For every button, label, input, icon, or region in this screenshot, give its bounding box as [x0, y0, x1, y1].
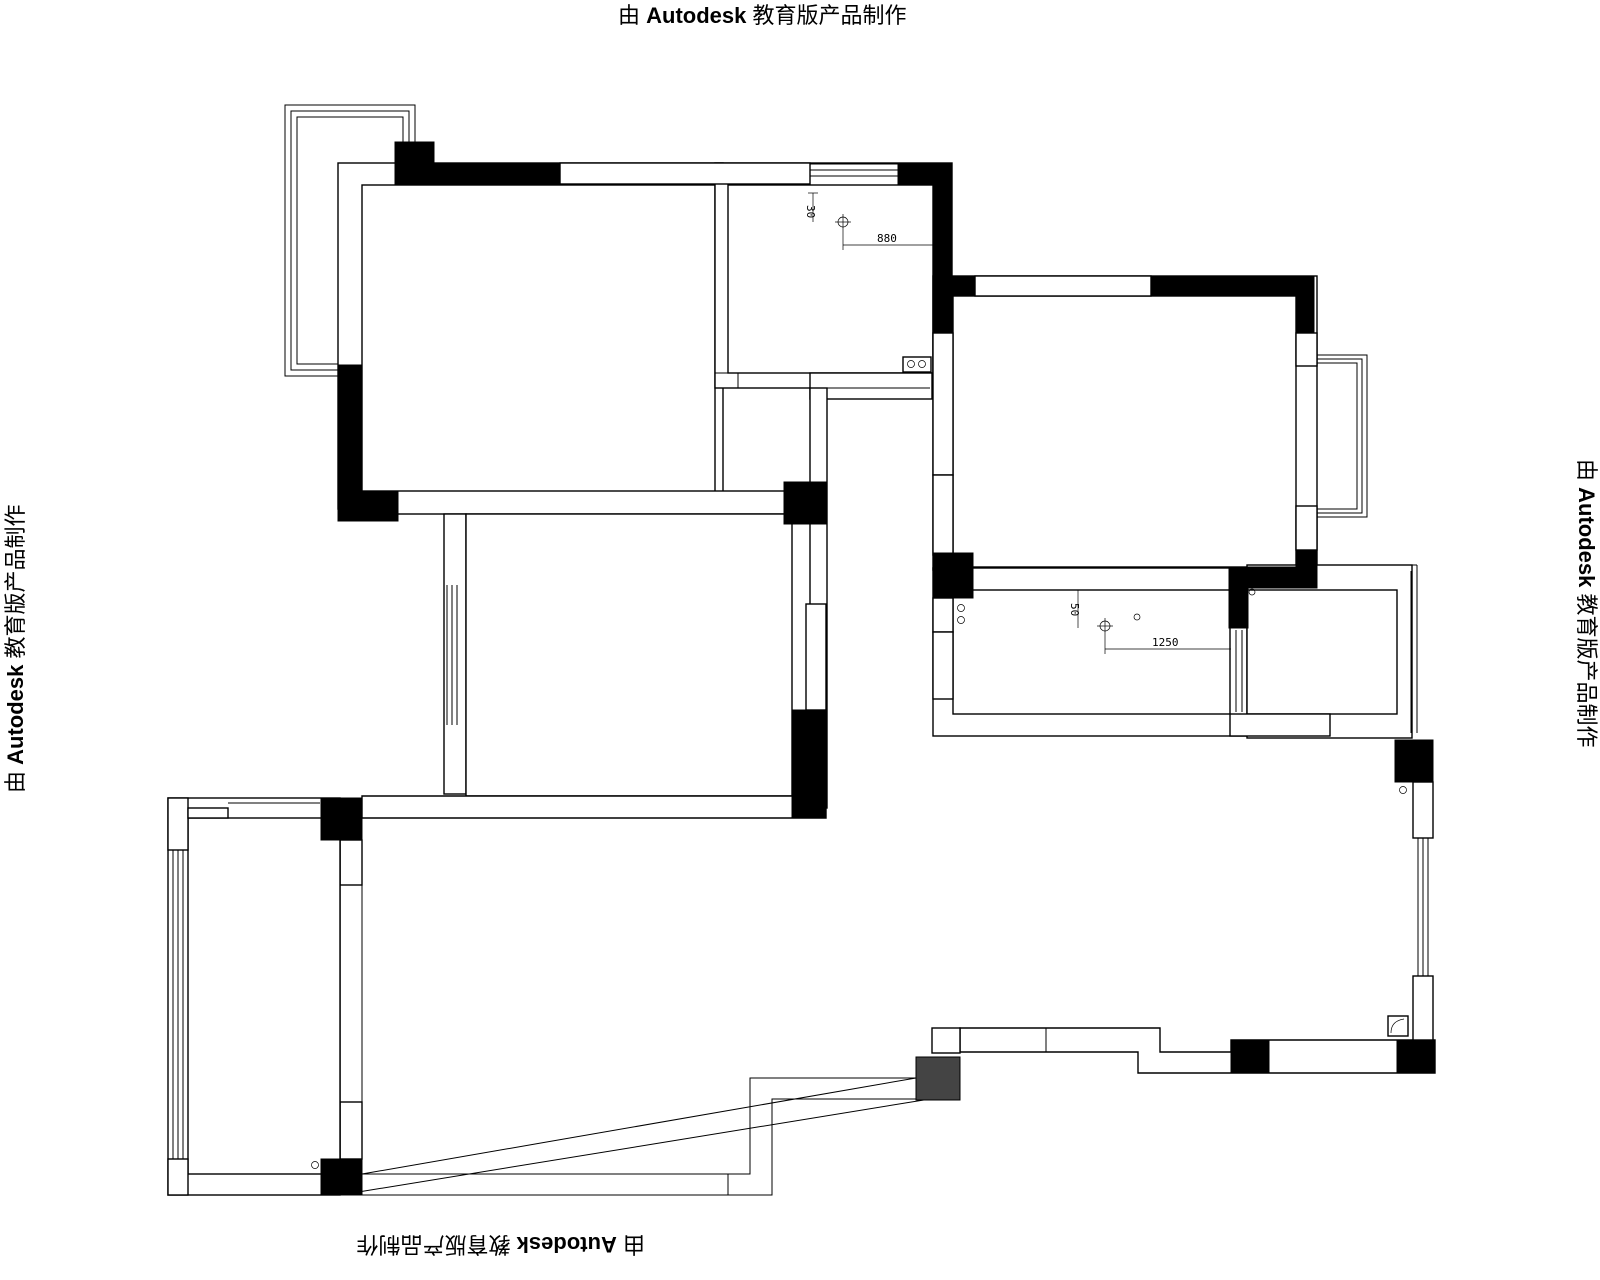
wet-point-upper: 30 880: [804, 192, 934, 250]
room-center-bedroom: [361, 490, 827, 797]
room-east-middle: [932, 567, 1261, 737]
bay-window-east: [1316, 354, 1368, 518]
room-north-small: [714, 162, 953, 389]
room-southeast-strip: [931, 781, 1436, 1074]
dimension-label: 50: [1068, 603, 1081, 616]
wet-point-lower: 50 1250: [1068, 589, 1231, 654]
dimension-label: 30: [804, 205, 817, 218]
window-openings: [559, 162, 1152, 297]
room-living: [339, 795, 931, 1196]
sunroom-west: [167, 797, 341, 1196]
room-northeast: [932, 275, 1318, 571]
dimension-label: 880: [877, 232, 897, 245]
watermark-top: 由 Autodesk 教育版产品制作: [618, 3, 907, 28]
dimension-label: 1250: [1152, 636, 1179, 649]
room-east-balcony: [1229, 564, 1418, 739]
room-northwest: [337, 162, 724, 510]
corridor-north: [809, 372, 933, 809]
